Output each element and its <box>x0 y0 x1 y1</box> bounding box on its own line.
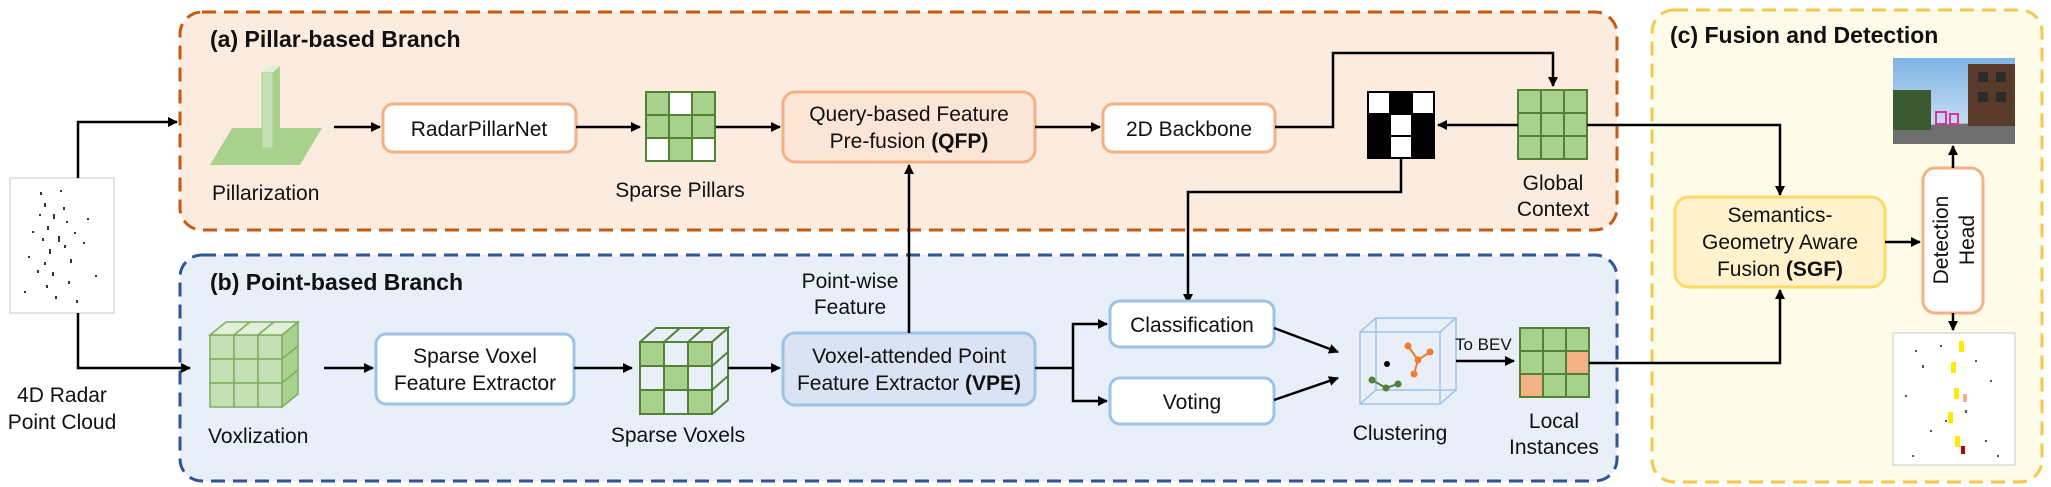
detection-head-label-line1: Detection <box>1930 196 1953 285</box>
arrow-vpe-to-classification <box>1035 319 1108 370</box>
classification-box <box>1108 299 1276 349</box>
arrow-input-to-voxel <box>76 313 191 373</box>
global-context-label-line1: Global <box>1523 172 1584 195</box>
local-instances-grid <box>1519 327 1590 398</box>
arrow-backbone-to-global-context <box>1275 51 1558 129</box>
pillar-branch-title: (a) Pillar-based Branch <box>210 26 461 52</box>
sgf-label-line1: Semantics- <box>1727 204 1832 227</box>
attention-mask-grid <box>1367 91 1435 159</box>
global-context-label-line2: Context <box>1517 198 1590 221</box>
voting-label: Voting <box>1163 391 1221 414</box>
global-context-grid <box>1517 89 1588 160</box>
vpe-label-line2: Feature Extractor (VPE) <box>797 372 1021 395</box>
arrow-vpe-to-voting <box>1071 368 1108 406</box>
radar-point-cloud-image <box>9 177 115 314</box>
clustering-icon <box>1359 317 1457 405</box>
input-label-line1: 4D Radar <box>17 384 107 407</box>
svfe-label-line2: Feature Extractor <box>394 372 556 395</box>
point-branch-title: (b) Point-based Branch <box>210 269 463 295</box>
radarpillarnet-label: RadarPillarNet <box>411 118 548 141</box>
sparse-voxels-icon <box>639 325 731 415</box>
sparse-pillars-label: Sparse Pillars <box>615 179 745 202</box>
sparse-pillars-grid <box>645 91 716 162</box>
pointwise-feature-line2: Feature <box>814 296 886 319</box>
sgf-label-line3: Fusion (SGF) <box>1717 258 1843 281</box>
bev-detection-image <box>1892 332 2016 466</box>
sgf-label-line2: Geometry Aware <box>1702 231 1858 254</box>
input-label-line2: Point Cloud <box>8 411 117 434</box>
clustering-label: Clustering <box>1353 422 1448 445</box>
pillarization-label: Pillarization <box>212 182 319 205</box>
qfp-label-line2: Pre-fusion (QFP) <box>830 130 989 153</box>
arrow-voting-to-clustering <box>1273 376 1339 402</box>
local-instances-label-line1: Local <box>1529 410 1579 433</box>
backbone-label: 2D Backbone <box>1126 118 1252 141</box>
arrow-mask-to-classification <box>1183 158 1403 304</box>
pillar-icon <box>210 66 322 165</box>
classification-label: Classification <box>1130 314 1254 337</box>
to-bev-label: To BEV <box>1455 335 1512 354</box>
arrow-local-to-sgf <box>1589 289 1785 365</box>
detection-head-label-line2: Head <box>1956 215 1979 265</box>
arrow-global-context-to-sgf <box>1587 123 1785 196</box>
fusion-title: (c) Fusion and Detection <box>1670 22 1938 48</box>
vpe-label-line1: Voxel-attended Point <box>812 345 1006 368</box>
pointwise-feature-line1: Point-wise <box>802 270 899 293</box>
svfe-label-line1: Sparse Voxel <box>413 345 537 368</box>
camera-detection-image <box>1893 58 2015 144</box>
local-instances-label-line2: Instances <box>1509 436 1599 459</box>
arrow-classification-to-clustering <box>1273 326 1339 354</box>
voxel-cube-icon <box>207 320 301 409</box>
qfp-label-line1: Query-based Feature <box>809 103 1009 126</box>
voting-box <box>1108 376 1276 426</box>
voxlization-label: Voxlization <box>208 425 308 448</box>
arrow-input-to-pillar <box>76 117 178 178</box>
sparse-voxels-label: Sparse Voxels <box>611 424 745 447</box>
